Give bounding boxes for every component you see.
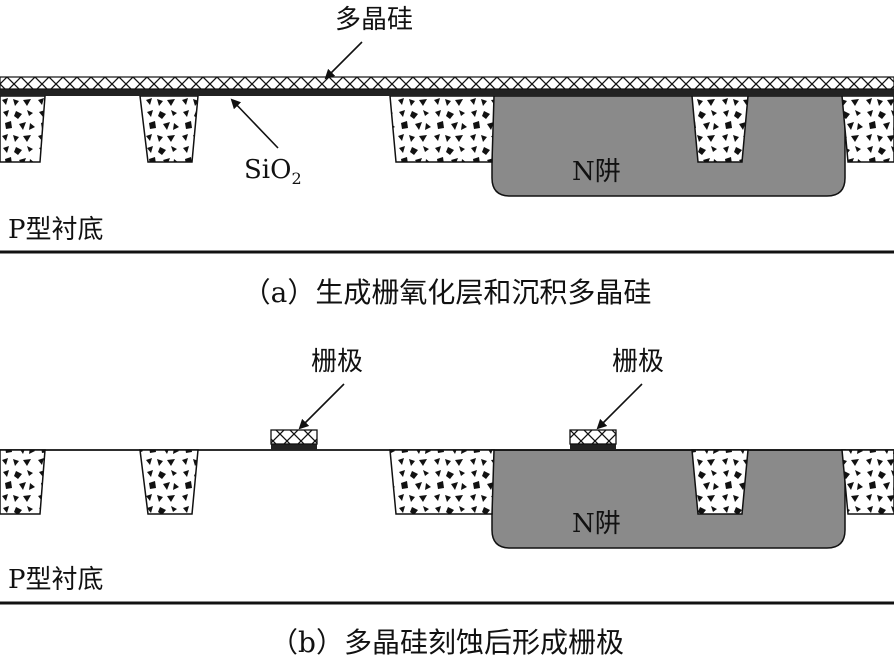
substrate-label-a: P型衬底 xyxy=(8,215,104,245)
nwell-label-a: N阱 xyxy=(572,157,621,187)
oxide-label-a: SiO2 xyxy=(244,155,302,188)
poly-label-a: 多晶硅 xyxy=(335,5,413,35)
poly-arrow-a xyxy=(324,41,363,80)
panel-a: 多晶硅 SiO2 N阱 P型衬底 （a）生成栅氧化层和沉积多晶硅 xyxy=(0,5,894,309)
substrate-label-b: P型衬底 xyxy=(8,565,104,595)
gate-label-left: 栅极 xyxy=(311,347,363,377)
nwell-label-b: N阱 xyxy=(572,509,621,539)
isolation-trench-b2 xyxy=(139,449,199,515)
isolation-trench-b5 xyxy=(841,449,894,515)
polysilicon-layer-a xyxy=(0,76,894,90)
isolation-trench-a4 xyxy=(691,95,749,163)
isolation-trench-a2 xyxy=(139,95,199,163)
isolation-trench-b1 xyxy=(0,449,46,515)
gate-arrow-left xyxy=(298,383,345,430)
gate-oxide-left xyxy=(271,444,317,450)
nwell-a xyxy=(491,95,846,197)
gate-label-right: 栅极 xyxy=(612,347,664,377)
oxide-arrow-a xyxy=(230,98,279,149)
gate-poly-left xyxy=(270,429,318,445)
panel-b: 栅极 栅极 N阱 P型衬底 （b）多晶硅刻蚀后形成栅极 xyxy=(0,347,894,659)
gate-arrow-right xyxy=(596,383,643,430)
caption-a: （a）生成栅氧化层和沉积多晶硅 xyxy=(243,276,652,309)
isolation-trench-b4 xyxy=(691,449,749,515)
gate-poly-right xyxy=(569,429,617,445)
nwell-b xyxy=(491,449,846,549)
gate-oxide-right xyxy=(570,444,616,450)
caption-b: （b）多晶硅刻蚀后形成栅极 xyxy=(270,626,624,659)
gate-oxide-layer-a xyxy=(0,88,894,96)
isolation-trench-a1 xyxy=(0,95,46,163)
isolation-trench-a3 xyxy=(389,95,495,163)
isolation-trench-a5 xyxy=(841,95,894,163)
isolation-trench-b3 xyxy=(389,449,495,515)
